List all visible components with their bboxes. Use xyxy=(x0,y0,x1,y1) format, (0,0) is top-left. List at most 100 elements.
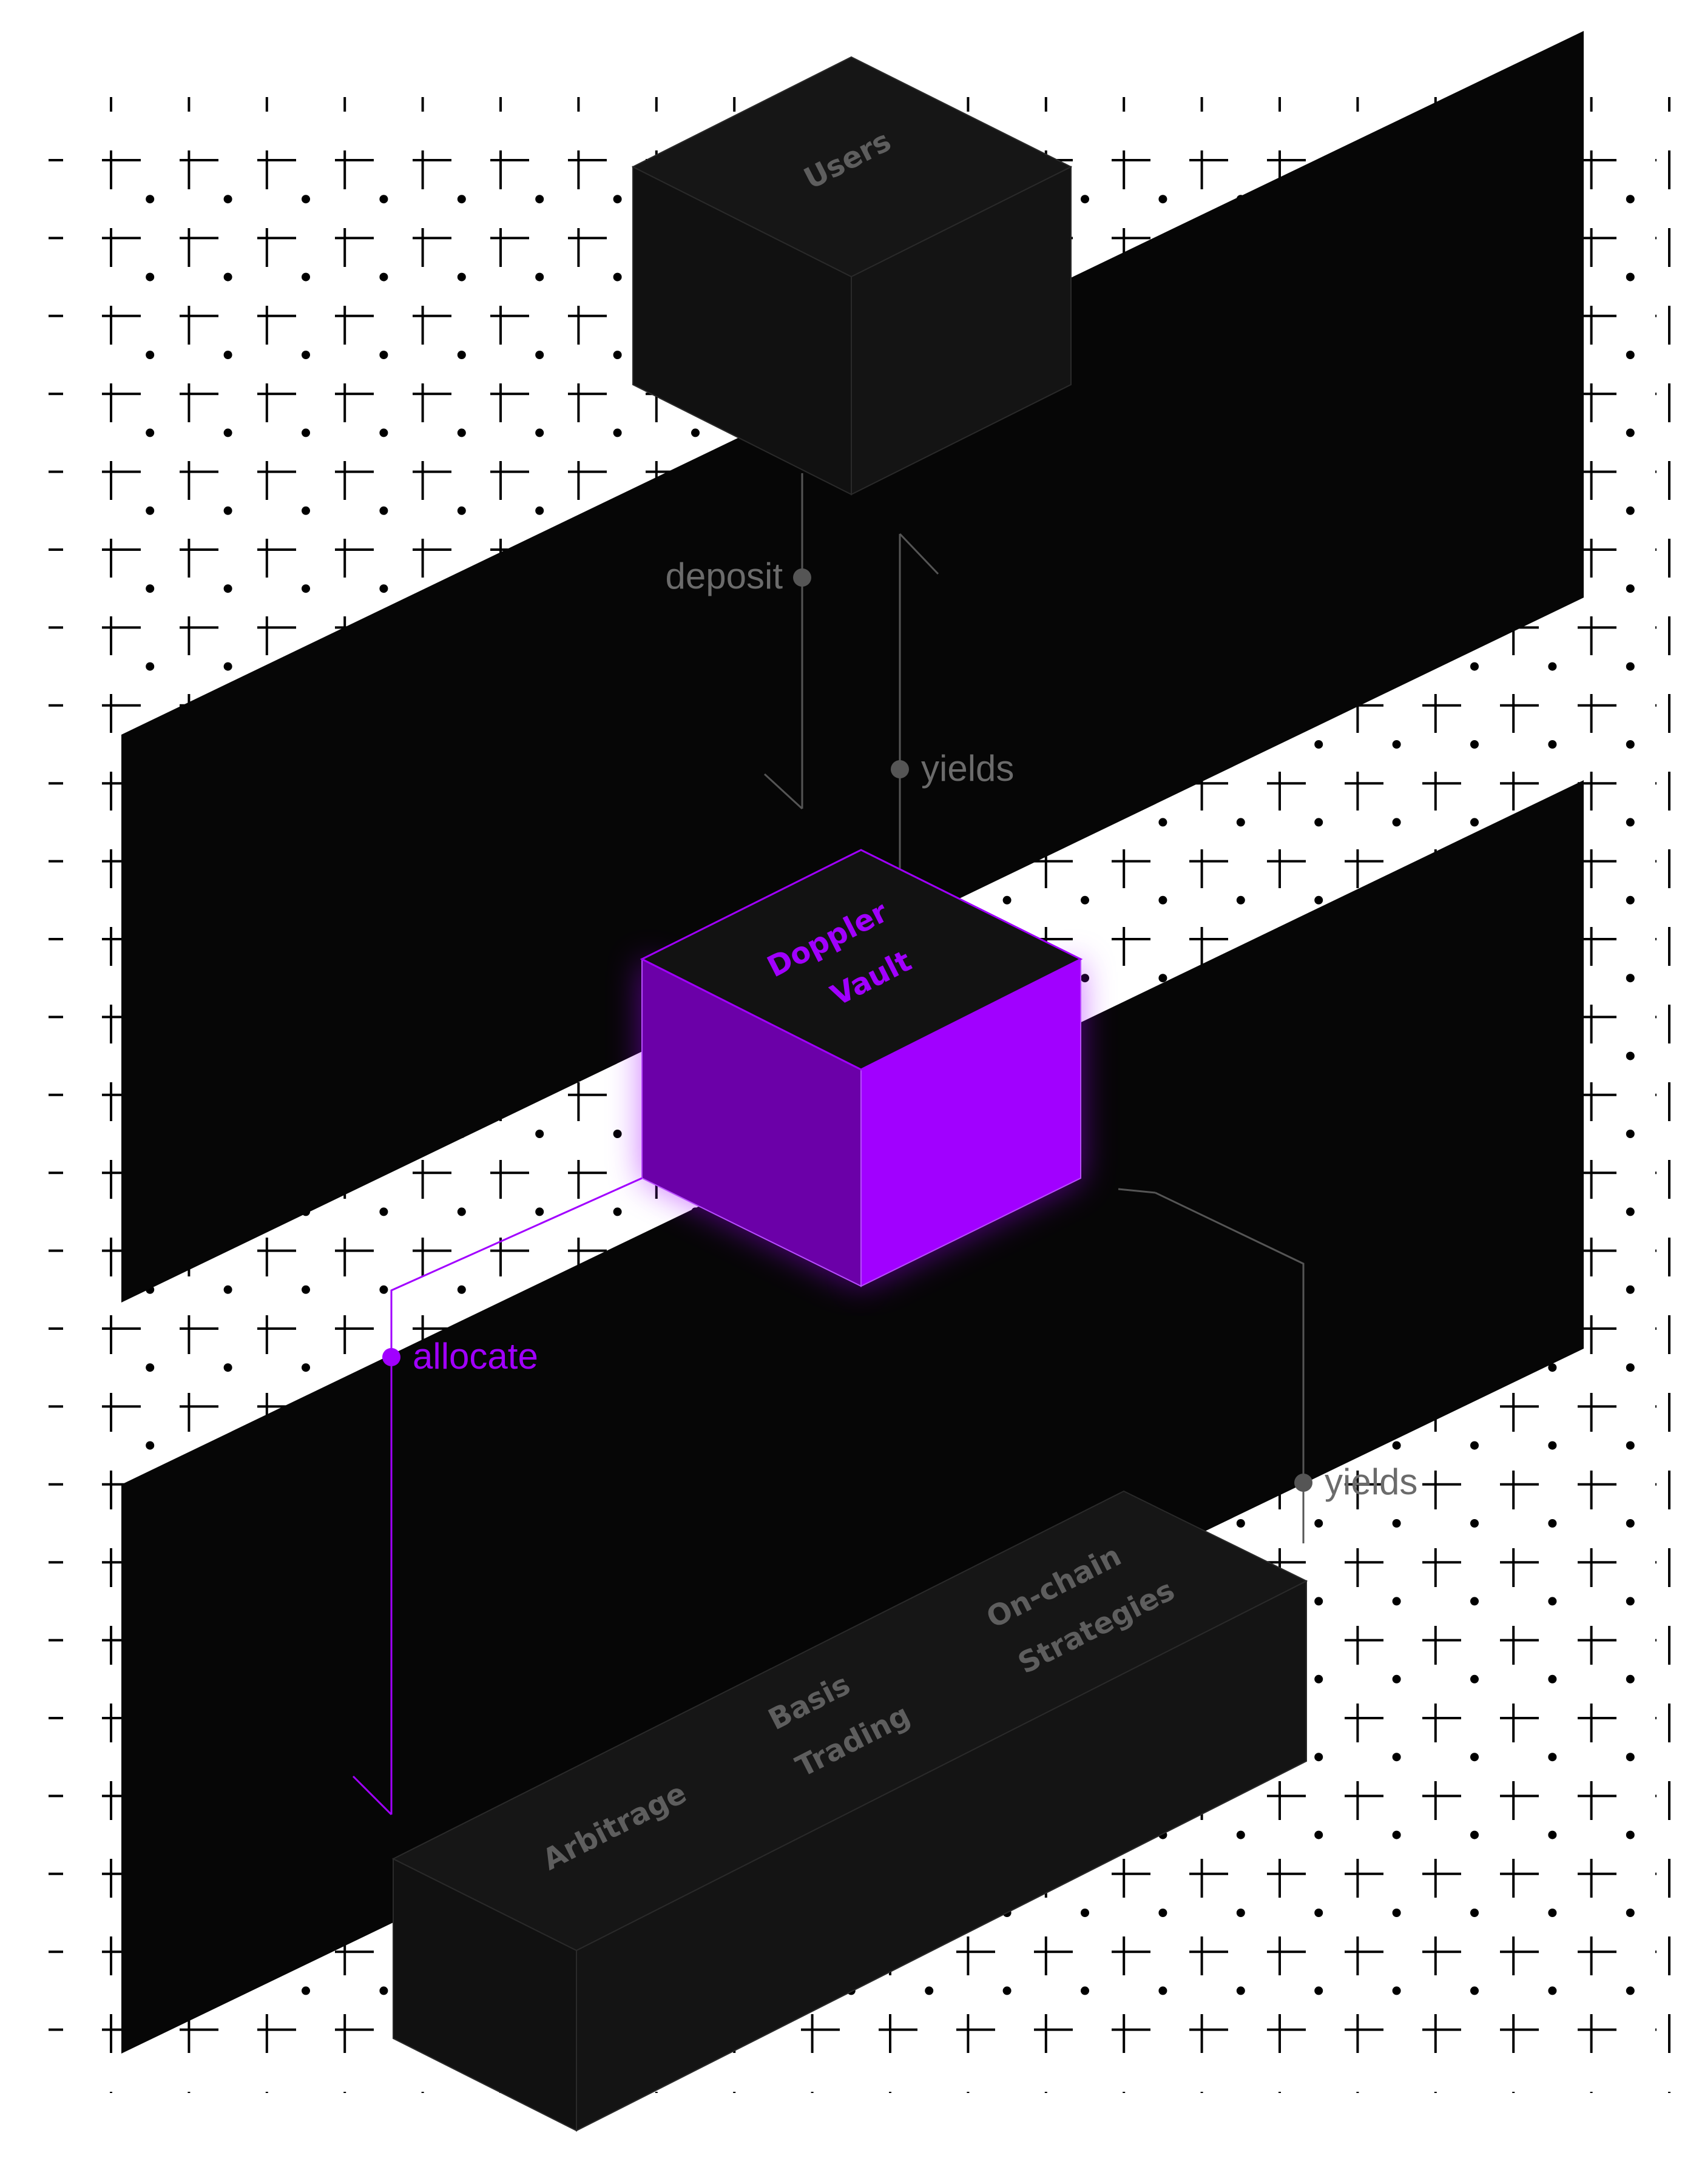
grid-dot xyxy=(1626,974,1635,983)
grid-dot xyxy=(1081,1909,1089,1917)
grid-dot xyxy=(302,1363,310,1372)
grid-dot xyxy=(535,351,544,359)
grid-dot xyxy=(1314,895,1323,905)
grid-dot xyxy=(613,351,622,359)
grid-dot xyxy=(1470,1986,1479,1995)
grid-dot xyxy=(613,195,622,204)
grid-dot xyxy=(1158,895,1167,905)
grid-dot xyxy=(1548,1363,1557,1372)
yields-top-label: yields xyxy=(921,748,1014,789)
grid-dot xyxy=(1470,1830,1479,1839)
grid-dot xyxy=(1236,818,1245,827)
grid-dot xyxy=(1626,895,1635,905)
grid-dot xyxy=(1626,351,1635,359)
grid-dot xyxy=(1626,272,1635,281)
grid-dot xyxy=(302,1285,310,1294)
grid-dot xyxy=(535,506,544,515)
strategies-box: Arbitrage Basis Trading On-chain Strateg… xyxy=(391,1490,1308,2132)
users-box: Users xyxy=(631,56,1073,496)
allocate-dot xyxy=(382,1348,400,1366)
grid-dot xyxy=(1626,584,1635,593)
grid-dot xyxy=(302,1986,310,1995)
grid-dot xyxy=(1392,1753,1401,1762)
upper-slab xyxy=(121,31,1584,1303)
grid-dot xyxy=(1158,195,1167,204)
grid-dot xyxy=(379,1285,388,1294)
grid-dot xyxy=(1626,1986,1635,1995)
grid-dot xyxy=(1626,428,1635,437)
grid-dot xyxy=(223,272,232,281)
grid-dot xyxy=(613,272,622,281)
grid-dot xyxy=(1158,1986,1167,1995)
grid-dot xyxy=(1392,1830,1401,1839)
grid-dot xyxy=(1626,740,1635,749)
grid-dot xyxy=(535,1207,544,1216)
grid-dot xyxy=(1392,1986,1401,1995)
grid-dot xyxy=(1626,1519,1635,1528)
grid-dot xyxy=(535,272,544,281)
grid-dot xyxy=(1314,1909,1323,1917)
grid-dot xyxy=(146,272,155,281)
grid-dot xyxy=(925,1986,934,1995)
grid-dot xyxy=(613,1130,622,1138)
grid-dot xyxy=(146,351,155,359)
grid-dot xyxy=(1314,1597,1323,1606)
grid-dot xyxy=(457,195,466,204)
grid-dot xyxy=(1470,740,1479,749)
grid-dot xyxy=(146,428,155,437)
grid-dot xyxy=(223,351,232,359)
grid-dot xyxy=(1626,1285,1635,1294)
grid-dot xyxy=(1626,1674,1635,1684)
grid-dot xyxy=(1548,1753,1557,1762)
grid-dot xyxy=(1548,1519,1557,1528)
grid-dot xyxy=(1236,895,1245,905)
grid-dot xyxy=(1081,974,1089,983)
grid-dot xyxy=(457,351,466,359)
grid-dot xyxy=(1081,1986,1089,1995)
grid-dot xyxy=(613,428,622,437)
grid-dot xyxy=(1314,1830,1323,1839)
grid-dot xyxy=(223,1285,232,1294)
grid-dot xyxy=(1314,740,1323,749)
grid-dot xyxy=(1548,740,1557,749)
grid-dot xyxy=(1002,895,1012,905)
grid-dot xyxy=(1626,662,1635,671)
grid-dot xyxy=(535,428,544,437)
grid-dot xyxy=(1470,1674,1479,1684)
yields-top-dot xyxy=(891,760,909,778)
grid-dot xyxy=(1548,662,1557,671)
grid-dot xyxy=(379,272,388,281)
grid-dot xyxy=(1470,1753,1479,1762)
grid-dot xyxy=(1314,1519,1323,1528)
lower-slab xyxy=(121,780,1584,2054)
grid-dot xyxy=(1626,1597,1635,1606)
grid-dot xyxy=(1626,1909,1635,1917)
grid-dot xyxy=(379,1207,388,1216)
grid-dot xyxy=(1626,506,1635,515)
grid-dot xyxy=(1470,818,1479,827)
grid-dot xyxy=(146,584,155,593)
grid-dot xyxy=(379,351,388,359)
grid-dot xyxy=(457,506,466,515)
grid-dot xyxy=(146,506,155,515)
grid-dot xyxy=(302,351,310,359)
grid-dot xyxy=(1470,1441,1479,1450)
grid-dot xyxy=(1470,1519,1479,1528)
grid-dot xyxy=(1626,1207,1635,1216)
yields-top-arrow xyxy=(899,533,939,872)
grid-dot xyxy=(1548,1674,1557,1684)
grid-dot xyxy=(379,195,388,204)
grid-dot xyxy=(613,1207,622,1216)
grid-dot xyxy=(1392,1519,1401,1528)
grid-dot xyxy=(379,506,388,515)
grid-dot xyxy=(223,506,232,515)
grid-dot xyxy=(1314,818,1323,827)
grid-dot xyxy=(457,428,466,437)
grid-dot xyxy=(1392,740,1401,749)
grid-dot xyxy=(1158,974,1167,983)
deposit-arrow xyxy=(763,473,803,810)
grid-dot xyxy=(146,195,155,204)
grid-dot xyxy=(1081,895,1089,905)
grid-dot xyxy=(146,662,155,671)
